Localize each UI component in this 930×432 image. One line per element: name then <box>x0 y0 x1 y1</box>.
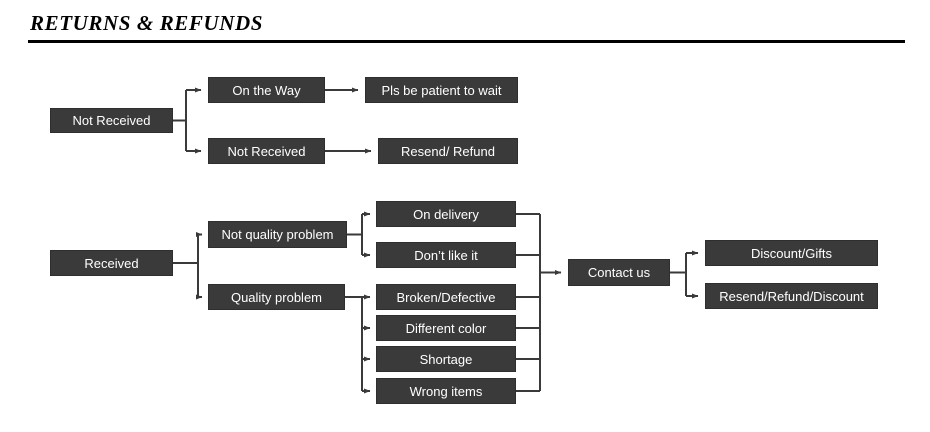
node-not-quality-problem[interactable]: Not quality problem <box>208 221 347 248</box>
node-pls-be-patient-to-wait[interactable]: Pls be patient to wait <box>365 77 518 103</box>
node-not-received-root[interactable]: Not Received <box>50 108 173 133</box>
node-received-root[interactable]: Received <box>50 250 173 276</box>
node-quality-problem[interactable]: Quality problem <box>208 284 345 310</box>
title-divider <box>28 40 905 43</box>
node-resend-refund[interactable]: Resend/ Refund <box>378 138 518 164</box>
node-wrong-items[interactable]: Wrong items <box>376 378 516 404</box>
node-broken-defective[interactable]: Broken/Defective <box>376 284 516 310</box>
node-dont-like-it[interactable]: Don’t like it <box>376 242 516 268</box>
node-contact-us[interactable]: Contact us <box>568 259 670 286</box>
node-on-the-way[interactable]: On the Way <box>208 77 325 103</box>
node-resend-refund-discount[interactable]: Resend/Refund/Discount <box>705 283 878 309</box>
page-title: RETURNS & REFUNDS <box>30 11 264 35</box>
node-discount-gifts[interactable]: Discount/Gifts <box>705 240 878 266</box>
node-shortage[interactable]: Shortage <box>376 346 516 372</box>
node-different-color[interactable]: Different color <box>376 315 516 341</box>
node-on-delivery[interactable]: On delivery <box>376 201 516 227</box>
node-not-received-child[interactable]: Not Received <box>208 138 325 164</box>
